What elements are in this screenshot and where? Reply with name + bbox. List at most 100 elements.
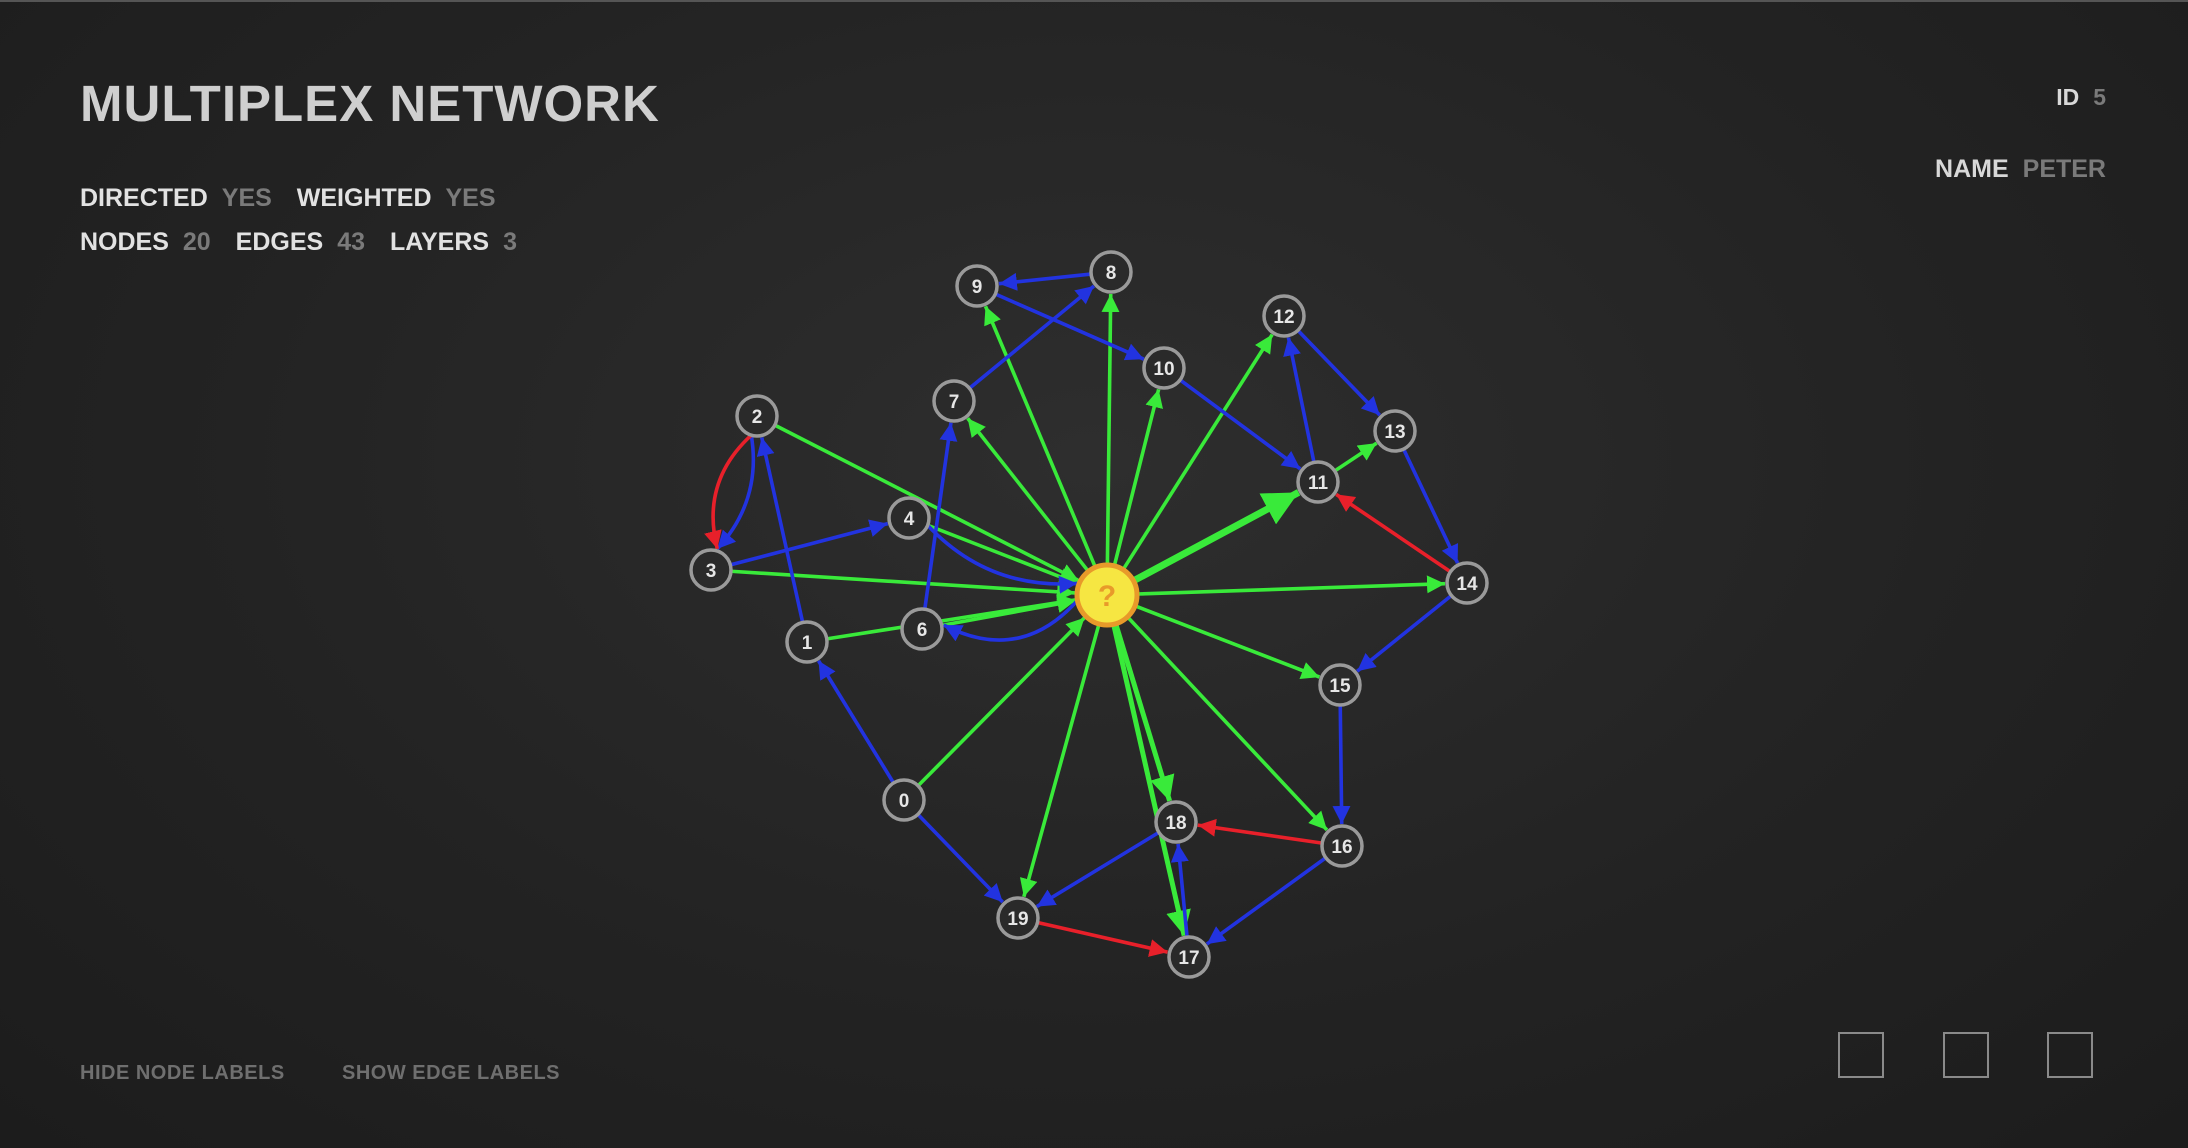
edge-11-12-blue [1283,337,1316,463]
layer-2-toggle[interactable] [1943,1032,1989,1078]
edge-6-5-green [941,595,1076,628]
node-12[interactable]: 12 [1262,294,1306,338]
node-circle[interactable] [887,496,931,540]
directed-label: DIRECTED [80,184,208,212]
edge-17-18-blue [1170,843,1189,938]
node-circle[interactable] [996,896,1040,940]
node-circle[interactable] [1318,663,1362,707]
node-5-selected[interactable]: ? [1074,562,1140,628]
node-circle[interactable] [932,379,976,423]
edge-0-1-blue [816,659,896,784]
node-circle[interactable] [1320,824,1364,868]
node-circle[interactable] [1142,346,1186,390]
selected-node-circle[interactable] [1074,562,1140,628]
node-label: 17 [1178,948,1199,969]
node-14[interactable]: 14 [1445,561,1489,605]
node-4[interactable]: 4 [887,496,931,540]
edge-8-9-blue [998,272,1092,291]
node-circle[interactable] [689,548,733,592]
edge-11-13-green [1333,441,1378,473]
layers-value: 3 [503,228,517,256]
node-label: 4 [904,509,915,530]
edge-5-14-green [1136,575,1446,596]
edge-14-15-blue [1356,594,1453,673]
node-label: 10 [1153,359,1174,380]
edge-19-17-red [1037,920,1168,957]
node-circle[interactable] [1296,460,1340,504]
node-circle[interactable] [785,620,829,664]
edge-18-19-blue [1035,830,1160,909]
node-1[interactable]: 1 [785,620,829,664]
edge-5-7-green [966,417,1090,573]
name-label: NAME [1935,155,2009,183]
node-6[interactable]: 6 [900,607,944,651]
node-2[interactable]: 2 [735,394,779,438]
show-edge-labels-button[interactable]: SHOW EDGE LABELS [342,1062,561,1084]
weighted-label: WEIGHTED [296,184,432,212]
edge-3-5-green [730,569,1076,601]
node-label: 18 [1165,813,1186,834]
node-circle[interactable] [1167,935,1211,979]
node-circle[interactable] [900,607,944,651]
node-10[interactable]: 10 [1142,346,1186,390]
edge-4-5-green [926,523,1078,586]
layers-label: LAYERS [389,228,490,256]
edge-12-13-blue [1296,329,1382,417]
node-label: 9 [972,277,983,298]
node-17[interactable]: 17 [1167,935,1211,979]
layer-3-toggle[interactable] [2047,1032,2093,1078]
node-15[interactable]: 15 [1318,663,1362,707]
layer-1-toggle[interactable] [1838,1032,1884,1078]
node-3[interactable]: 3 [689,548,733,592]
top-border [0,0,2188,2]
edge-5-19-green [1019,623,1101,898]
weighted-value: YES [445,184,496,212]
edge-5-10-green [1112,388,1163,567]
selected-node-name: NAME PETER [1935,155,2106,184]
name-value: PETER [2022,155,2106,183]
node-circle[interactable] [1445,561,1489,605]
edge-5-6-blue [942,599,1079,642]
node-0[interactable]: 0 [882,778,926,822]
node-11[interactable]: 11 [1296,460,1340,504]
node-7[interactable]: 7 [932,379,976,423]
edge-1-5-green [826,593,1076,641]
node-label: 11 [1308,473,1329,494]
edges-label: EDGES [235,228,324,256]
nodes-label: NODES [80,228,169,256]
node-8[interactable]: 8 [1089,250,1133,294]
node-circle[interactable] [1262,294,1306,338]
edges-value: 43 [337,228,366,256]
id-value: 5 [2093,84,2106,110]
node-19[interactable]: 19 [996,896,1040,940]
edge-2-5-green [773,423,1080,583]
node-circle[interactable] [1089,250,1133,294]
directed-value: YES [221,184,272,212]
node-13[interactable]: 13 [1373,409,1417,453]
node-circle[interactable] [882,778,926,822]
edge-1-2-blue [756,437,805,623]
node-label: 19 [1007,909,1028,930]
edge-0-19-blue [916,813,1005,904]
node-9[interactable]: 9 [955,264,999,308]
edge-5-17-green [1111,623,1191,937]
node-label: 13 [1384,422,1405,443]
node-circle[interactable] [1373,409,1417,453]
edge-layer [704,272,1460,957]
node-label: 1 [802,633,813,654]
node-circle[interactable] [735,394,779,438]
node-circle[interactable] [1154,800,1198,844]
edge-2-3-red [704,433,753,550]
edge-16-17-blue [1205,856,1327,946]
node-label: 0 [899,791,910,812]
node-18[interactable]: 18 [1154,800,1198,844]
node-label: 6 [917,620,928,641]
edge-2-3-blue [715,434,756,551]
node-16[interactable]: 16 [1320,824,1364,868]
node-circle[interactable] [955,264,999,308]
hide-node-labels-button[interactable]: HIDE NODE LABELS [80,1062,285,1084]
